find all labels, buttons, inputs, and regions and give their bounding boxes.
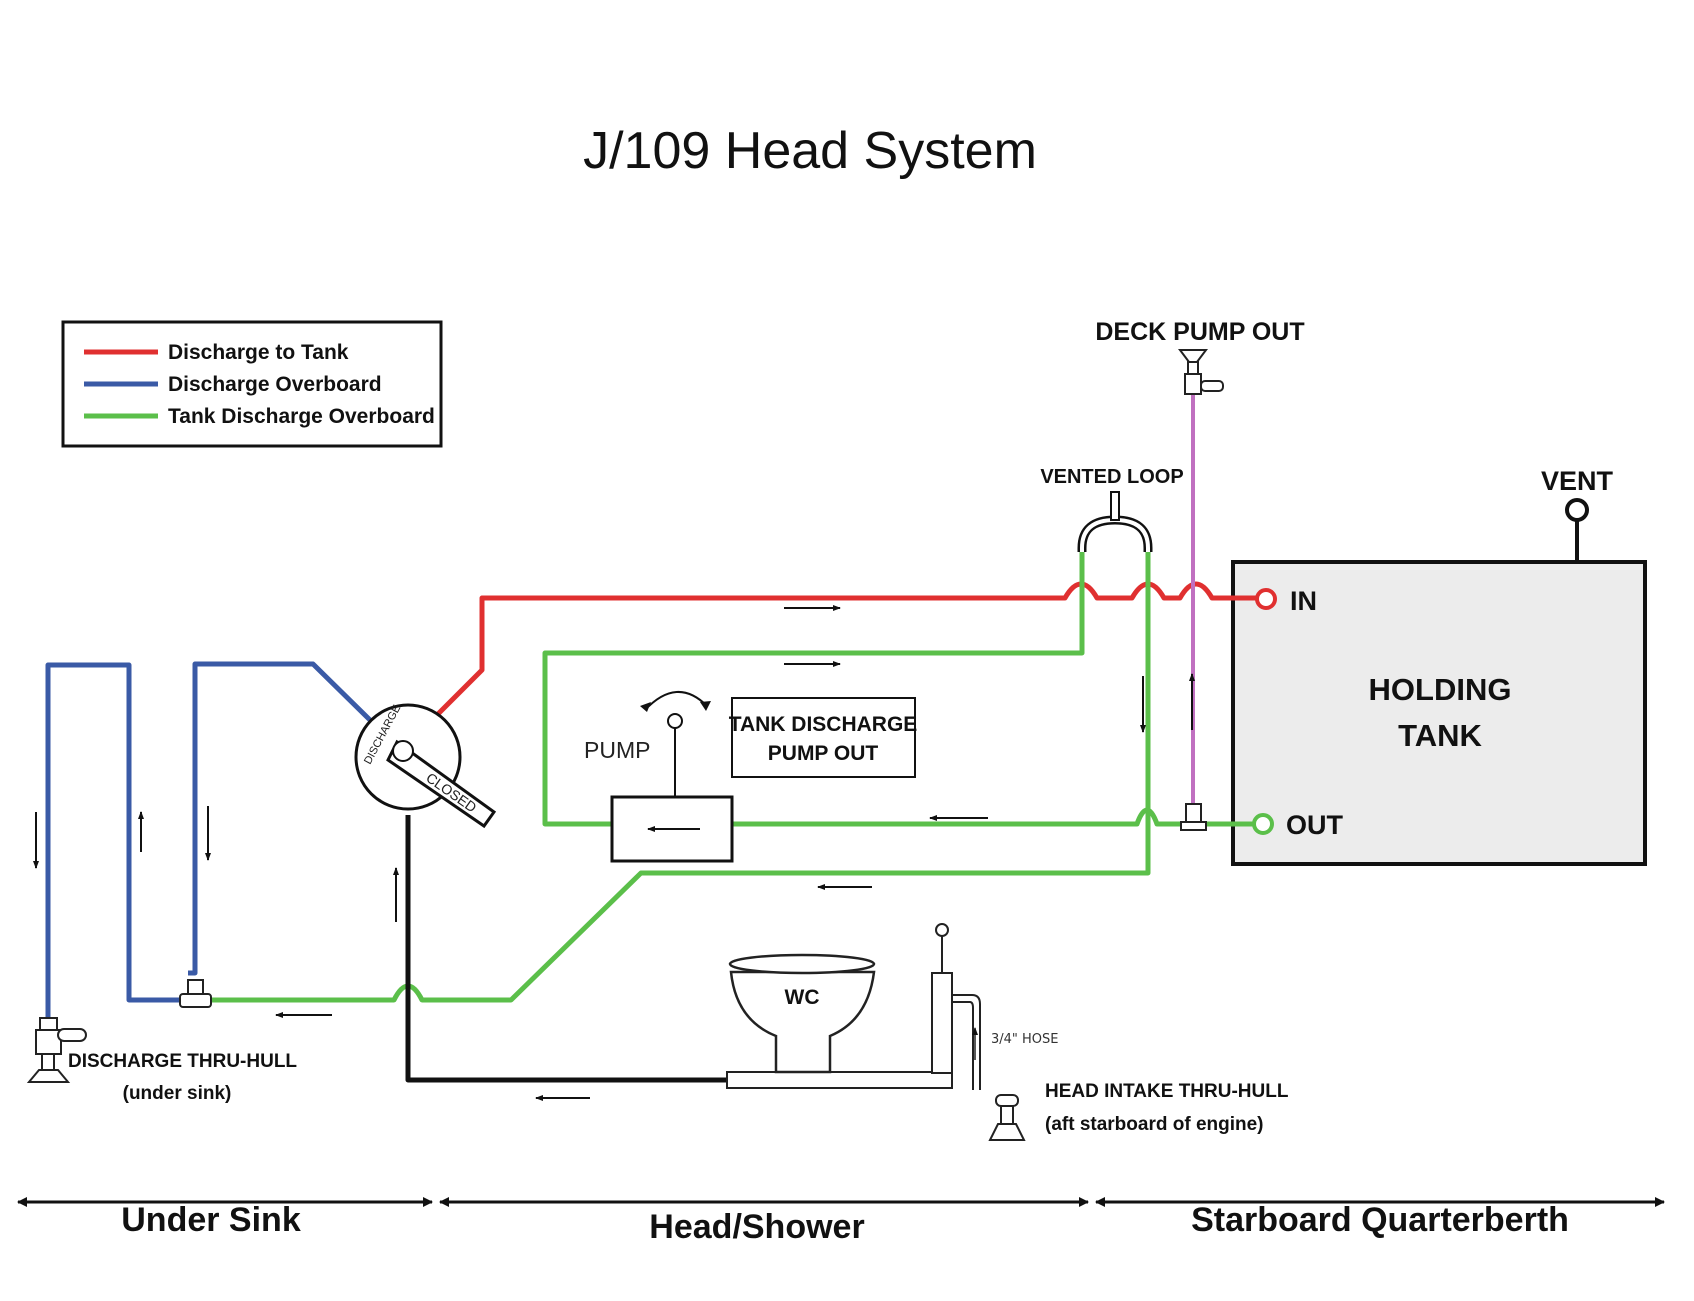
pipe-discharge-overboard-valve-loop (188, 661, 372, 976)
pump-handle-swing (644, 690, 708, 711)
vented-loop: VENTED LOOP (1040, 466, 1184, 552)
intake-body-icon (1000, 1105, 1014, 1125)
pipe-toilet-discharge (405, 815, 727, 1083)
zone-label-starboard-quarterberth: Starboard Quarterberth (1191, 1201, 1569, 1239)
legend-label-tank-discharge-overboard: Tank Discharge Overboard (168, 405, 435, 428)
marine-toilet: WC 3/4" HOSE (726, 923, 1059, 1090)
tank-outlet-label: OUT (1286, 810, 1344, 840)
y-valve: DISCHARGE CLOSED (354, 703, 497, 829)
discharge-thru-hull: DISCHARGE THRU-HULL (under sink) (26, 1017, 297, 1104)
tank-inlet-label: IN (1290, 586, 1317, 616)
pump-box-label-line2: PUMP OUT (768, 742, 879, 765)
pipe-discharge-overboard-to-thru-hull (45, 662, 188, 1020)
toilet-wc-label: WC (785, 986, 820, 1009)
toilet-base (726, 1071, 953, 1089)
head-intake-note: (aft starboard of engine) (1045, 1114, 1264, 1135)
y-valve-handle-icon (386, 739, 497, 829)
pump-handle-knob-icon (667, 713, 683, 729)
thru-hull-flange-icon (26, 1069, 71, 1083)
deck-pump-out-label: DECK PUMP OUT (1095, 318, 1304, 346)
tee-fitting-base-icon (1180, 821, 1207, 831)
toilet-rim-icon (728, 953, 876, 975)
thru-hull-handle-icon (57, 1028, 87, 1042)
toilet-pump-handle-icon (935, 923, 949, 937)
pipe-loop-to-pump-inlet (542, 552, 1085, 827)
discharge-thru-hull-label: DISCHARGE THRU-HULL (68, 1051, 297, 1072)
overboard-tee-base-icon (179, 993, 212, 1008)
intake-hose-inner (952, 1001, 974, 1090)
vented-loop-label: VENTED LOOP (1040, 466, 1183, 488)
flow-arrows (33, 605, 1195, 1101)
intake-flange-icon (988, 1123, 1026, 1141)
discharge-thru-hull-note: (under sink) (123, 1083, 232, 1104)
tank-outlet-port (1252, 813, 1274, 835)
vented-loop-valve-icon (1110, 491, 1120, 521)
pump-label: PUMP (584, 737, 650, 763)
pump-label-box (731, 697, 916, 778)
pump-box-label-line1: TANK DISCHARGE (729, 713, 918, 736)
toilet-pump-cylinder-icon (931, 972, 953, 1074)
deck-fitting-handle-icon (1200, 380, 1224, 392)
pipe-tank-outlet-to-pump (732, 807, 1254, 827)
holding-tank-label-line1: HOLDING (1369, 672, 1512, 707)
y-valve-pivot-icon (392, 740, 414, 762)
deck-fitting-cap-icon (1178, 349, 1208, 363)
pipe-loop-to-thru-hull-tee (205, 552, 1151, 1003)
zone-label-head-shower: Head/Shower (649, 1208, 864, 1246)
deck-fitting-neck-icon (1187, 361, 1199, 375)
hose-size-label: 3/4" HOSE (991, 1032, 1059, 1047)
diagram-title: J/109 Head System (583, 122, 1037, 180)
deck-fitting-body-icon (1184, 373, 1202, 395)
zone-ruler: Under Sink Head/Shower Starboard Quarter… (17, 1197, 1665, 1246)
holding-tank-box (1231, 560, 1647, 866)
legend: Discharge to Tank Discharge Overboard Ta… (61, 320, 443, 448)
zone-label-under-sink: Under Sink (121, 1201, 301, 1239)
holding-tank-label-line2: TANK (1398, 718, 1482, 753)
vent-fitting-icon (1565, 498, 1589, 522)
toilet-bowl-icon (729, 970, 876, 1074)
legend-label-discharge-overboard: Discharge Overboard (168, 373, 382, 396)
thru-hull-stem-icon (41, 1053, 55, 1071)
head-intake-label: HEAD INTAKE THRU-HULL (1045, 1081, 1289, 1102)
vent-label: VENT (1541, 466, 1614, 496)
intake-hose-outer (952, 994, 981, 1090)
tank-discharge-pump: PUMP TANK DISCHARGE PUMP OUT (584, 690, 918, 863)
holding-tank: HOLDING TANK IN OUT VENT (1231, 466, 1647, 866)
pipe-discharge-to-tank (433, 581, 1257, 719)
tank-inlet-port (1255, 588, 1277, 610)
legend-label-discharge-to-tank: Discharge to Tank (168, 341, 349, 364)
deck-pump-out: DECK PUMP OUT (1095, 318, 1305, 395)
pump-swing-arrow-left-icon (640, 702, 651, 712)
overboard-tee (179, 979, 212, 1008)
tank-outlet-tee (1180, 803, 1207, 831)
intake-handle-icon (995, 1094, 1019, 1107)
vented-loop-body (1080, 517, 1150, 552)
head-intake-thru-hull: HEAD INTAKE THRU-HULL (aft starboard of … (988, 1081, 1289, 1141)
pump-swing-arrow-right-icon (700, 701, 711, 711)
